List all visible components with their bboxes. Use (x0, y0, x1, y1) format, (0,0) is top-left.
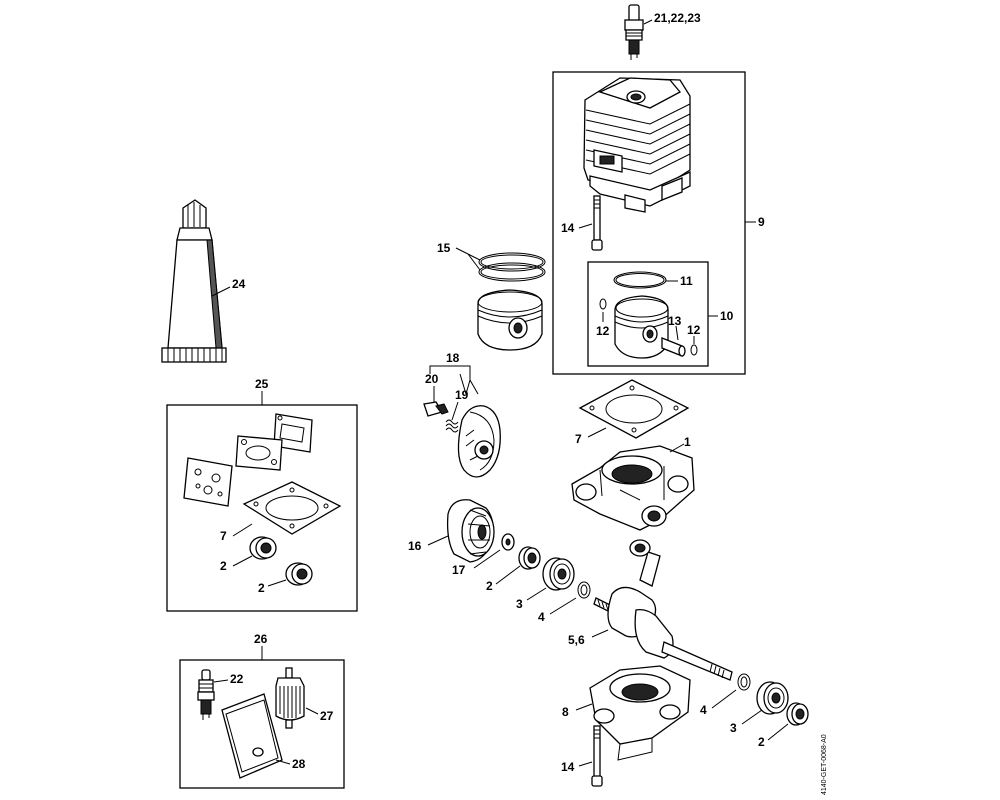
washer-17 (501, 533, 515, 551)
label-screw-bottom: 14 (561, 760, 575, 774)
ignition-spring (445, 419, 459, 433)
fan-wheel (446, 499, 495, 563)
label-seal-right: 2 (758, 735, 765, 749)
label-ignition-part-19: 19 (455, 388, 469, 402)
piston (614, 295, 669, 359)
label-cylinder-assembly: 9 (758, 215, 765, 229)
set-gasket-cylinder (242, 481, 342, 535)
label-ring-left: 4 (538, 610, 545, 624)
label-piston-ring: 11 (680, 274, 693, 288)
label-bearing-right: 3 (730, 721, 737, 735)
kit-air-filter (221, 693, 283, 779)
label-piston-ring-set: 15 (437, 241, 451, 255)
set-gasket-carb (273, 413, 313, 453)
bearing-left (542, 557, 575, 591)
seal-right (786, 702, 809, 726)
label-circlip-left: 12 (596, 324, 610, 338)
crankcase (571, 445, 695, 531)
label-kit-spark-plug: 22 (230, 672, 244, 686)
set-seal-lower (285, 562, 313, 586)
piston-ring-set (478, 252, 546, 282)
seal-left (518, 546, 541, 570)
grease-tube (161, 199, 227, 363)
ring-left (577, 581, 591, 599)
screw-bottom (591, 725, 603, 787)
label-washer-17: 17 (452, 563, 466, 577)
piston-pin (661, 337, 686, 357)
label-set-gasket-7: 7 (220, 529, 227, 543)
label-spark-plug-top: 21,22,23 (654, 11, 701, 25)
label-set-seal-upper: 2 (220, 559, 227, 573)
label-ignition-part-20: 20 (425, 372, 439, 386)
bearing-right (756, 681, 789, 715)
label-piston-kit: 10 (720, 309, 734, 323)
label-kit-air-filter: 28 (292, 757, 306, 771)
piston-ring (613, 271, 667, 289)
piston-assembly (477, 289, 543, 351)
label-kit-fuel-filter: 27 (320, 709, 334, 723)
label-seal-left: 2 (486, 579, 493, 593)
drawing-code: 4140-GET-0068-A0 (821, 734, 828, 795)
label-grease-tube: 24 (232, 277, 246, 291)
label-crankcase: 1 (684, 435, 691, 449)
label-circlip-right: 12 (687, 323, 701, 337)
ring-right (737, 673, 751, 691)
label-fan-wheel: 16 (408, 539, 422, 553)
cylinder (583, 77, 691, 213)
label-piston-pin: 13 (668, 314, 682, 328)
set-gasket-intake (235, 435, 283, 471)
label-screw-top: 14 (561, 221, 575, 235)
set-seal-upper (249, 536, 277, 560)
label-ring-right: 4 (700, 703, 707, 717)
label-crankcase-lower: 8 (562, 705, 569, 719)
kit-fuel-filter (275, 667, 305, 729)
label-gasket-set: 25 (255, 377, 269, 391)
screw-top (591, 195, 603, 251)
label-cyl-gasket-main: 7 (575, 432, 582, 446)
circlip-left (599, 298, 607, 310)
label-crankshaft: 5,6 (568, 633, 585, 647)
label-ignition-assembly: 18 (446, 351, 460, 365)
piston-kit-box (587, 261, 709, 367)
crankcase-lower (589, 665, 691, 761)
crankshaft (593, 539, 733, 681)
cylinder-assembly-box (552, 71, 746, 375)
label-bearing-left: 3 (516, 597, 523, 611)
spark-plug-top (624, 4, 644, 60)
ignition-screw (423, 401, 449, 417)
circlip-right (690, 344, 698, 356)
set-gasket-square (183, 457, 233, 507)
cylinder-base-gasket (578, 379, 690, 439)
ignition-module (457, 405, 501, 478)
kit-spark-plug (197, 669, 215, 720)
label-set-seal-lower: 2 (258, 581, 265, 595)
label-service-kit: 26 (254, 632, 268, 646)
